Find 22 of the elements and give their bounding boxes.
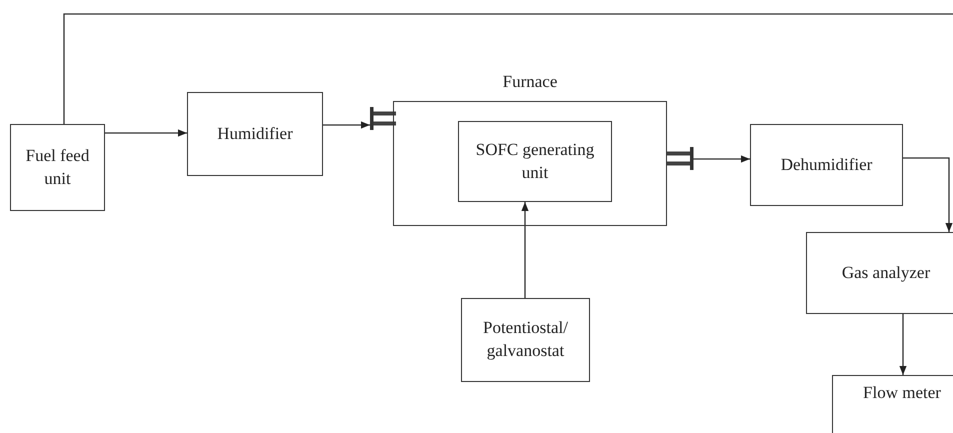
process-box — [832, 375, 953, 433]
process-box — [806, 232, 953, 314]
process-box — [187, 92, 323, 176]
process-box — [10, 124, 105, 211]
heading-label: Furnace — [502, 72, 558, 92]
arrow — [694, 155, 750, 163]
arrow — [323, 121, 370, 129]
box-label: Humidifier — [217, 122, 293, 145]
process-box — [461, 298, 590, 382]
connector-line — [63, 13, 953, 124]
box-label: SOFC generating unit — [474, 138, 596, 184]
box-label: Gas analyzer — [842, 262, 930, 284]
process-box — [458, 121, 612, 202]
box-label: Fuel feed unit — [24, 144, 90, 190]
arrow — [899, 314, 907, 375]
arrow — [903, 157, 953, 232]
process-box — [750, 124, 903, 206]
box-label: Dehumidifier — [780, 154, 872, 176]
arrow — [105, 129, 187, 137]
arrow — [521, 202, 529, 298]
box-label: Potentiostal/ galvanostat — [482, 317, 569, 362]
box-label: Flow meter — [863, 382, 941, 404]
